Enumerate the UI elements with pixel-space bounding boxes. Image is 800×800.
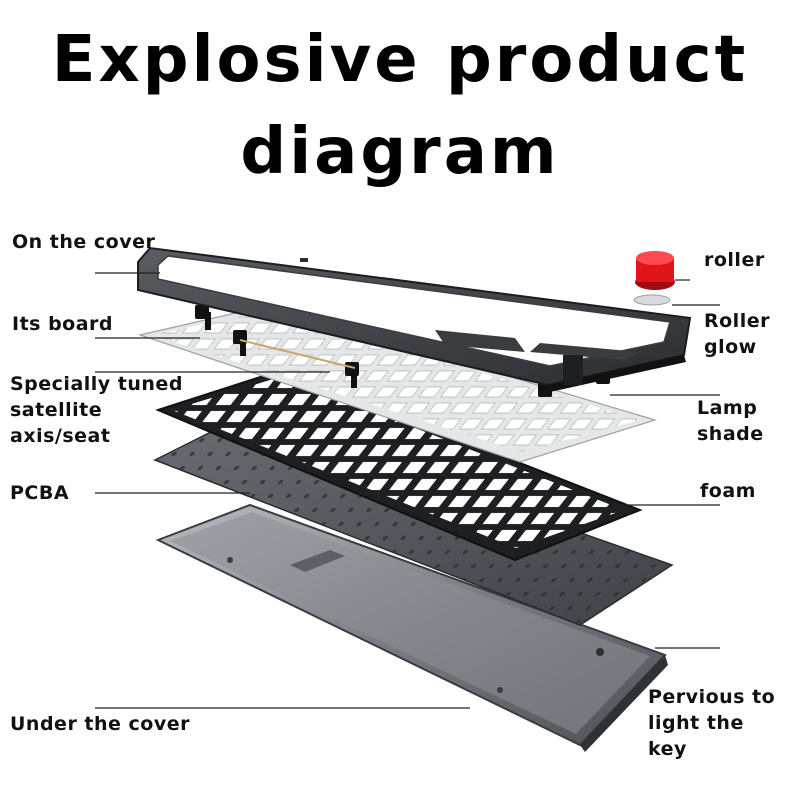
label-pervious-line3: key [648,738,687,760]
label-roller: roller [704,249,765,271]
label-pervious-line1: Pervious to [648,686,776,708]
label-satellite-line1: Specially tuned [10,373,183,395]
label-under-the-cover: Under the cover [10,713,190,735]
label-foam: foam [700,480,756,502]
top-frame [137,246,692,392]
label-its-board: Its board [12,313,114,335]
label-satellite-line3: axis/seat [10,425,111,447]
label-satellite-axis: Specially tuned satellite axis/seat [10,371,183,449]
label-pervious-to-light: Pervious to light the key [648,684,775,762]
bottom-case [155,503,668,752]
page-title-line2: diagram [240,115,560,189]
label-lamp-shade: Lamp shade [697,395,764,447]
foam-layer [155,368,643,562]
roller-glow-ring [633,294,671,306]
label-roller-glow-line1: Roller [704,310,770,332]
roller-knob [635,251,675,290]
label-satellite-line2: satellite [10,399,103,421]
page-title-line1: Explosive product [51,23,749,97]
label-on-the-cover: On the cover [12,231,156,253]
label-lamp-shade-line1: Lamp [697,397,758,419]
label-pervious-line2: light the [648,712,744,734]
label-roller-glow: Roller glow [704,308,770,360]
label-pcba: PCBA [10,482,70,504]
switch-plate [137,304,658,463]
label-roller-glow-line2: glow [704,336,757,358]
label-lamp-shade-line2: shade [697,423,764,445]
leader-lines [95,272,720,709]
